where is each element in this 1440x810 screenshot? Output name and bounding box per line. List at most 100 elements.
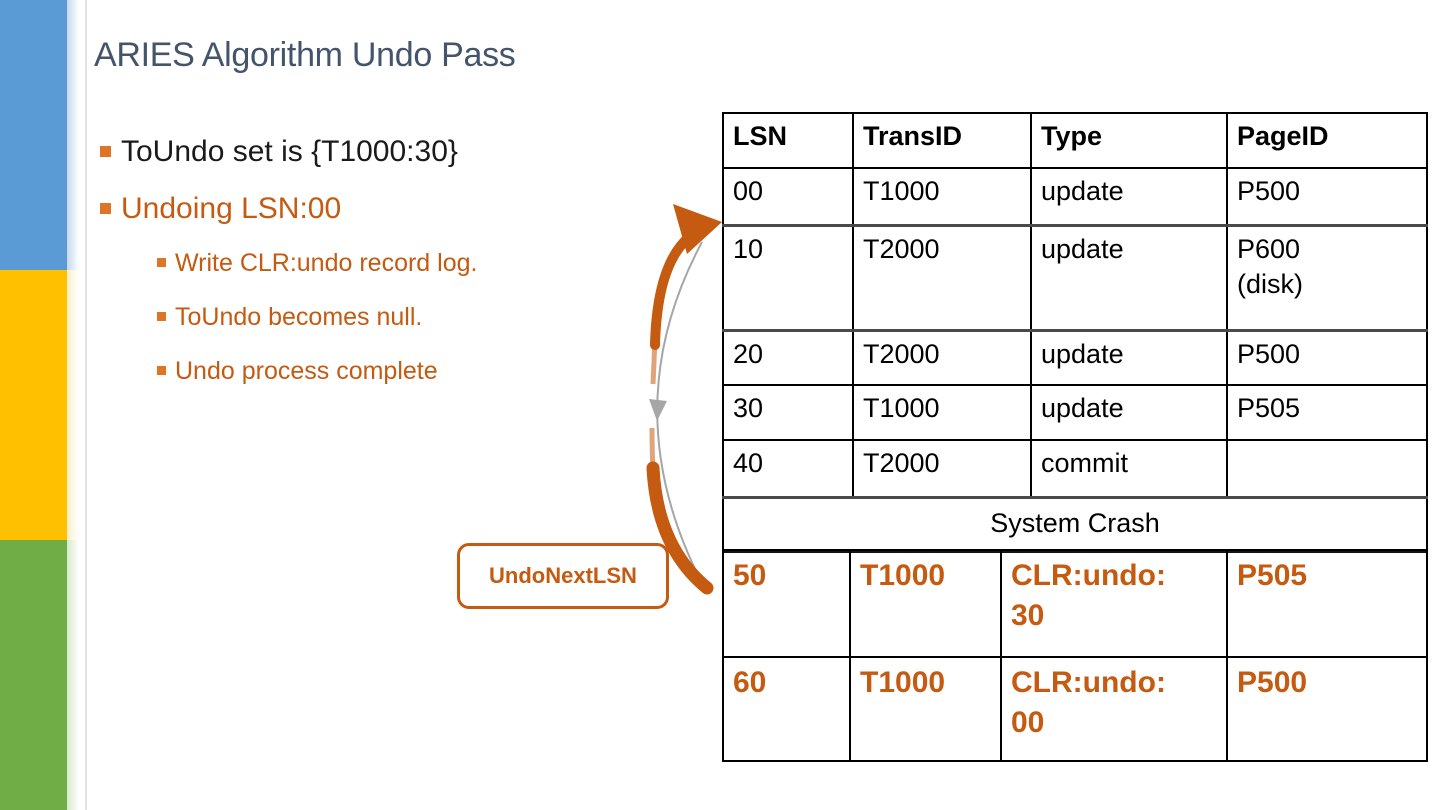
undo-next-lsn-arrow xyxy=(646,204,722,595)
cell-text: P505 xyxy=(1237,559,1308,592)
table-cell: CLR:undo:30 xyxy=(1000,549,1228,658)
table-cell: update xyxy=(1030,224,1228,332)
column-header-transid: TransID xyxy=(852,112,1032,169)
table-row: 40 T2000 commit xyxy=(722,439,1428,499)
table-row: 30 T1000 update P505 xyxy=(722,384,1428,441)
bullet-item: Undoing LSN:00 xyxy=(100,191,660,227)
table-cell: update xyxy=(1030,167,1228,227)
sidebar-green-block xyxy=(0,540,67,810)
bullet-square-icon xyxy=(100,146,111,157)
table-cell: 10 xyxy=(722,224,854,332)
column-header-type: Type xyxy=(1030,112,1228,169)
cell-text: T2000 xyxy=(863,233,940,264)
cell-text: CLR:undo:30 xyxy=(1011,559,1166,632)
bullet-text: Undo process complete xyxy=(175,357,438,385)
cell-text: 30 xyxy=(733,393,764,423)
bullet-square-icon xyxy=(100,203,111,214)
cell-text: update xyxy=(1041,233,1124,264)
table-cell: 50 xyxy=(722,549,851,658)
bullet-text: ToUndo becomes null. xyxy=(175,303,423,331)
sidebar-divider-line xyxy=(85,0,87,810)
sub-bullet-item: Undo process complete xyxy=(157,356,660,386)
cell-text: P500 xyxy=(1237,338,1301,369)
cell-text: T1000 xyxy=(860,559,946,592)
table-row: 60 T1000 CLR:undo:00 P500 xyxy=(722,656,1428,762)
cell-text: update xyxy=(1041,393,1124,423)
cell-text: update xyxy=(1041,338,1124,369)
bullet-text: Write CLR:undo record log. xyxy=(175,249,478,277)
bullet-square-icon xyxy=(157,312,166,321)
system-crash-cell: System Crash xyxy=(722,496,1428,553)
bullet-square-icon xyxy=(157,366,166,375)
table-cell: T2000 xyxy=(852,329,1032,386)
table-cell: 40 xyxy=(722,439,854,499)
table-row: 10 T2000 update P600 (disk) xyxy=(722,224,1428,332)
table-cell: P500 xyxy=(1226,656,1428,762)
cell-text: P505 xyxy=(1237,393,1301,423)
table-cell xyxy=(1226,439,1428,499)
cell-text: P500 xyxy=(1237,666,1308,699)
cell-text: update xyxy=(1041,176,1124,206)
table-cell: T2000 xyxy=(852,224,1032,332)
cell-text: 10 xyxy=(733,233,764,264)
sidebar-yellow-tint xyxy=(67,270,79,540)
table-cell: P500 xyxy=(1226,167,1428,227)
undonextlsn-callout: UndoNextLSN xyxy=(457,543,669,609)
cell-text: T1000 xyxy=(863,393,940,423)
column-header-lsn: LSN xyxy=(722,112,854,169)
table-header-row: LSN TransID Type PageID xyxy=(722,112,1428,169)
table-row: 00 T1000 update P500 xyxy=(722,167,1428,227)
table-cell: T1000 xyxy=(852,167,1032,227)
callout-label: UndoNextLSN xyxy=(489,563,637,588)
sidebar-green-tint xyxy=(67,540,79,810)
page-title: ARIES Algorithm Undo Pass xyxy=(94,36,516,74)
sub-bullet-item: ToUndo becomes null. xyxy=(157,302,660,332)
cell-text: 00 xyxy=(733,176,764,206)
table-cell: P505 xyxy=(1226,384,1428,441)
sub-bullet-item: Write CLR:undo record log. xyxy=(157,248,660,278)
table-row: 50 T1000 CLR:undo:30 P505 xyxy=(722,549,1428,658)
cell-text: T2000 xyxy=(863,448,940,478)
table-cell: 60 xyxy=(722,656,851,762)
bullet-text: ToUndo set is {T1000:30} xyxy=(121,135,458,168)
bullet-square-icon xyxy=(157,258,166,267)
table-cell: CLR:undo:00 xyxy=(1000,656,1228,762)
cell-text: CLR:undo:00 xyxy=(1011,666,1166,739)
left-color-bar xyxy=(0,0,90,810)
table-cell: commit xyxy=(1030,439,1228,499)
cell-text: 40 xyxy=(733,448,764,478)
table-cell: T2000 xyxy=(852,439,1032,499)
bullet-list: ToUndo set is {T1000:30} Undoing LSN:00 … xyxy=(100,134,660,410)
bullet-item: ToUndo set is {T1000:30} xyxy=(100,134,660,170)
sidebar-blue-block xyxy=(0,0,67,270)
sidebar-blue-tint xyxy=(67,0,79,270)
bullet-text: Undoing LSN:00 xyxy=(121,192,342,225)
cell-text: P500 xyxy=(1237,176,1301,206)
table-cell: P600 (disk) xyxy=(1226,224,1428,332)
cell-text: 60 xyxy=(733,666,767,699)
system-crash-row: System Crash xyxy=(722,496,1428,553)
column-header-pageid: PageID xyxy=(1226,112,1428,169)
cell-text: 20 xyxy=(733,338,764,369)
table-cell: 20 xyxy=(722,329,854,386)
cell-text: System Crash xyxy=(990,508,1160,539)
cell-text: 50 xyxy=(733,559,767,592)
table-cell: T1000 xyxy=(849,549,1002,658)
table-cell: 00 xyxy=(722,167,854,227)
table-cell: P500 xyxy=(1226,329,1428,386)
table-cell: update xyxy=(1030,384,1228,441)
sidebar-yellow-block xyxy=(0,270,67,540)
cell-text: T2000 xyxy=(863,338,940,369)
cell-text: T1000 xyxy=(863,176,940,206)
table-cell: 30 xyxy=(722,384,854,441)
table-cell: T1000 xyxy=(852,384,1032,441)
table-row: 20 T2000 update P500 xyxy=(722,329,1428,386)
table-cell: T1000 xyxy=(849,656,1002,762)
table-cell: update xyxy=(1030,329,1228,386)
cell-text: T1000 xyxy=(860,666,946,699)
cell-text: commit xyxy=(1041,448,1128,478)
table-cell: P505 xyxy=(1226,549,1428,658)
cell-text: P600 (disk) xyxy=(1237,233,1303,300)
